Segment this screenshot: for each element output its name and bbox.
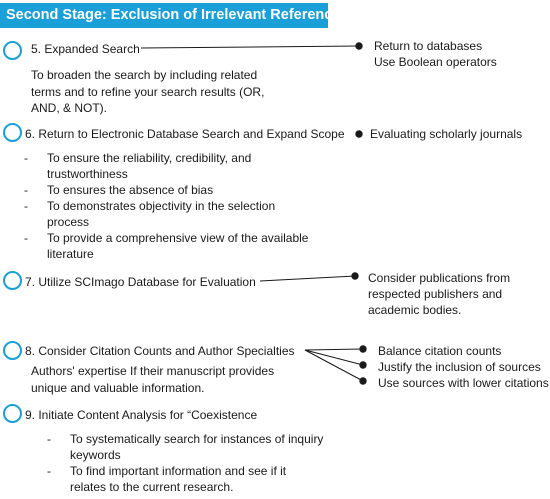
list-item: To provide a comprehensive view of the a… <box>24 230 308 262</box>
stage-banner: Second Stage: Exclusion of Irrelevant Re… <box>0 3 348 28</box>
list-item: To ensure the reliability, credibility, … <box>24 150 308 182</box>
step-6-notes: Evaluating scholarly journals <box>370 127 523 141</box>
step-5-notes: Return to databases Use Boolean operator… <box>374 39 497 69</box>
step-6-marker <box>3 123 22 142</box>
step-5-description: To broaden the search by including relat… <box>31 68 265 115</box>
connector-step8-c <box>304 349 364 382</box>
step-8-marker <box>3 341 22 360</box>
list-item: To ensures the absence of bias <box>24 182 308 198</box>
step-9-label: 9. Initiate Content Analysis for “Coexis… <box>25 408 258 422</box>
connector-dot-step8-a <box>359 345 367 353</box>
step-8-label: 8. Consider Citation Counts and Author S… <box>25 344 295 358</box>
step-6-label: 6. Return to Electronic Database Search … <box>25 127 345 141</box>
connector-dot-step6 <box>355 130 363 138</box>
step-5-label: 5. Expanded Search <box>31 42 140 56</box>
list-item: To systematically search for instances o… <box>47 431 323 463</box>
connector-dot-step5 <box>355 42 363 50</box>
step-8-description: Authors' expertise If their manuscript p… <box>31 364 275 395</box>
list-item: To demonstrates objectivity in the selec… <box>24 198 308 230</box>
step-7-label: 7. Utilize SCImago Database for Evaluati… <box>25 275 256 289</box>
step-9-bullets: To systematically search for instances o… <box>47 431 323 495</box>
step-9-marker <box>3 404 22 423</box>
step-7-notes: Consider publications from respected pub… <box>368 271 511 317</box>
connector-dot-step8-c <box>359 377 367 385</box>
step-8-notes: Balance citation counts Justify the incl… <box>378 344 549 390</box>
connector-step8-b <box>304 349 364 366</box>
step-7-marker <box>3 271 22 290</box>
connector-step5 <box>140 45 360 49</box>
connector-dot-step7 <box>351 272 359 280</box>
step-5-marker <box>3 41 22 60</box>
connector-dot-step8-b <box>359 361 367 369</box>
step-6-bullets: To ensure the reliability, credibility, … <box>24 150 308 262</box>
connector-step7 <box>259 275 356 282</box>
list-item: To find important information and see if… <box>47 463 323 495</box>
connector-step8-a <box>304 348 364 351</box>
